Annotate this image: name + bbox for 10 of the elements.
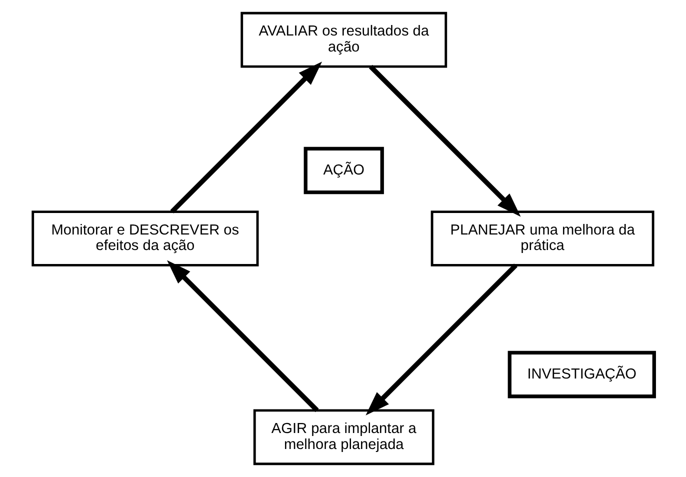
node-box: AVALIAR os resultados da ação xyxy=(240,12,447,68)
node-box: AÇÃO xyxy=(303,146,384,194)
node-box: Monitorar e DESCREVER os efeitos da ação xyxy=(31,210,258,266)
arrow xyxy=(365,264,517,416)
node-box: PLANEJAR uma melhora da prática xyxy=(430,210,654,266)
arrow xyxy=(170,62,322,214)
arrow xyxy=(368,64,520,217)
arrow xyxy=(166,260,318,412)
node-box: INVESTIGAÇÃO xyxy=(507,350,656,398)
node-box: AGIR para implantar a melhora planejada xyxy=(252,409,434,466)
